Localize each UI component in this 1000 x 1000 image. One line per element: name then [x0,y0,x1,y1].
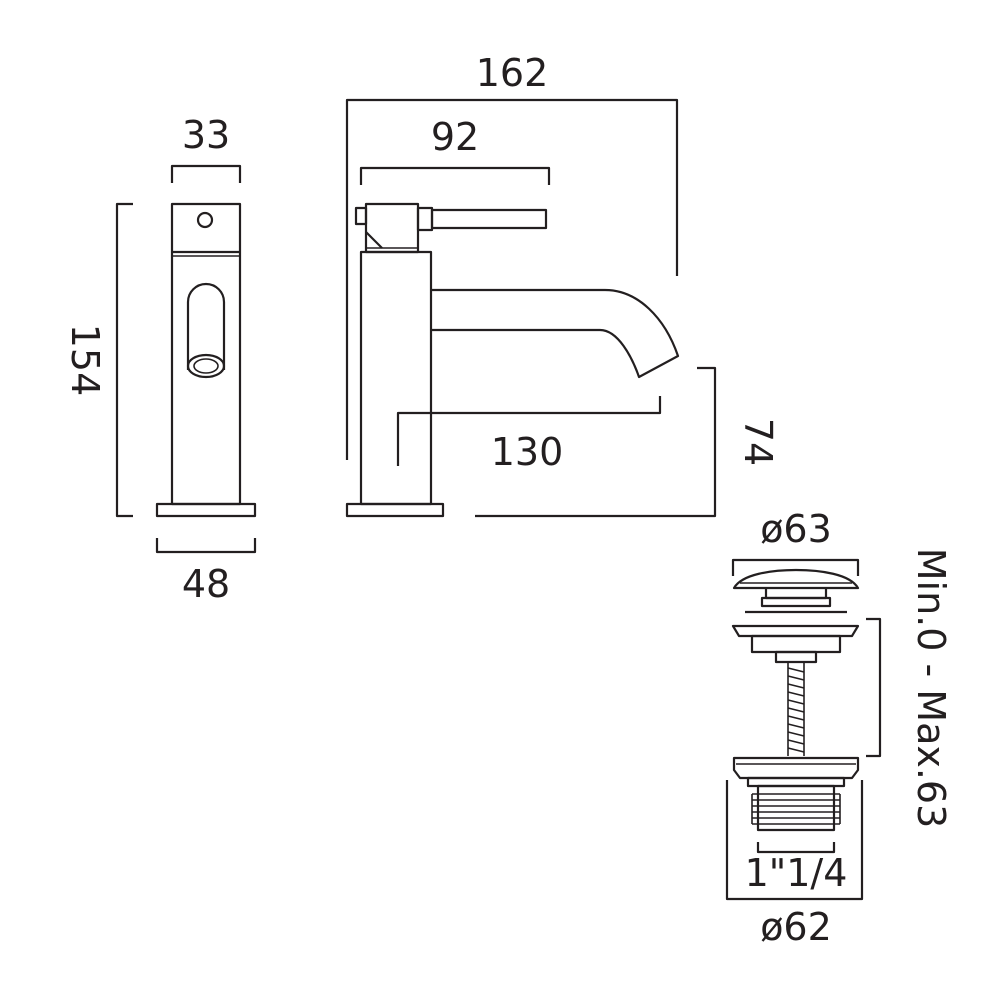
waste-cap-diameter-label: ø63 [760,507,832,551]
side-handle-length-label: 92 [431,115,479,159]
side-view: 162 92 130 74 [345,51,780,518]
side-spout-height-dimension: 74 [475,366,780,518]
front-width-base-label: 48 [182,562,230,606]
front-height-dimension: 154 [63,202,133,518]
front-height-label: 154 [63,324,107,397]
side-spout-reach-dimension: 130 [396,396,662,474]
side-spout-height-label: 74 [736,418,780,466]
waste-plug [731,568,860,756]
waste-thread-label: 1"1/4 [745,851,848,895]
waste-body [732,756,860,832]
front-view: 33 154 48 [63,113,257,606]
side-overall-length-label: 162 [476,51,549,95]
waste-body-diameter-label: ø62 [760,905,832,949]
waste-adjustment-dimension: Min.0 - Max.63 [866,548,953,829]
side-handle-length-dimension: 92 [359,115,551,185]
waste-adjustment-label: Min.0 - Max.63 [909,548,953,829]
side-view-tap-body [345,202,680,518]
front-view-tap-body [155,202,257,518]
front-width-top-label: 33 [182,113,230,157]
waste-view: ø63 Min.0 - Max.63 [725,507,953,949]
front-width-base-dimension: 48 [155,538,257,606]
waste-cap-diameter-dimension: ø63 [731,507,860,576]
front-width-top-dimension: 33 [170,113,242,183]
waste-thread-dimension: 1"1/4 [745,842,848,895]
side-spout-reach-label: 130 [491,430,564,474]
waste-body-diameter-dimension: ø62 [725,780,864,949]
side-overall-length-dimension: 162 [345,51,679,460]
